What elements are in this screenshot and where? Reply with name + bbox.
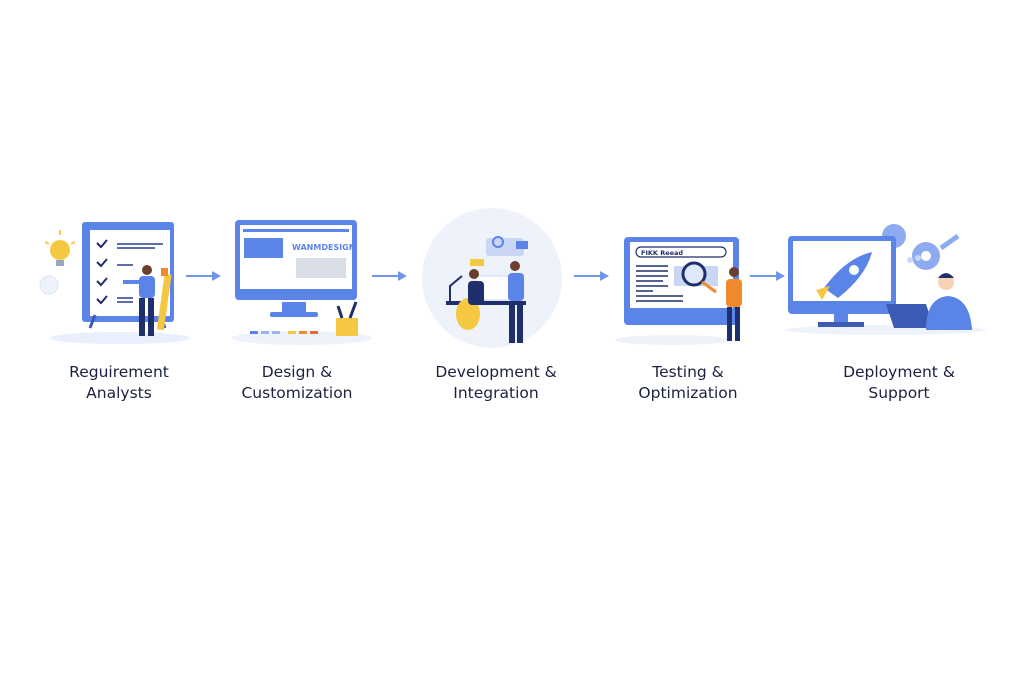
screen-logo-text: WANMDESIGN: [292, 243, 355, 252]
pen-cup-icon: [336, 301, 358, 336]
arrow-right-icon: [750, 270, 786, 282]
person-icon: [123, 265, 155, 336]
rocket-icon: [816, 252, 872, 300]
step-label-development: Development & Integration: [396, 362, 596, 404]
label-line: Support: [868, 384, 930, 402]
lightbulb-icon: [44, 230, 76, 266]
seated-developer-icon: [456, 269, 484, 330]
requirement-illustration: [35, 210, 195, 345]
screen-search-text: FIKK Reead: [641, 249, 683, 257]
tester-person-icon: [726, 267, 742, 341]
step-label-deployment: Deployment & Support: [799, 362, 999, 404]
magnifier-icon: [681, 261, 717, 294]
testing-illustration: FIKK Reead: [608, 234, 758, 346]
monitor-icon: FIKK Reead: [624, 237, 739, 325]
label-line: Design &: [261, 363, 333, 381]
step-label-testing: Testing & Optimization: [588, 362, 788, 404]
label-line: Development &: [435, 363, 557, 381]
laptop-icon: [886, 304, 934, 328]
desk-lamp-icon: [449, 275, 463, 301]
label-line: Testing &: [652, 363, 724, 381]
monitor-icon: WANMDESIGN: [235, 220, 357, 317]
standing-developer-icon: [508, 261, 524, 343]
label-line: Analysts: [86, 384, 152, 402]
label-line: Integration: [453, 384, 539, 402]
development-illustration: [418, 208, 568, 348]
label-line: Reguirement: [69, 363, 169, 381]
arrow-right-icon: [372, 270, 408, 282]
design-illustration: WANMDESIGN: [230, 218, 380, 348]
arrow-right-icon: [186, 270, 222, 282]
wrench-icon: [939, 233, 960, 251]
label-line: Optimization: [638, 384, 738, 402]
support-person-icon: [926, 273, 972, 330]
color-palette-icon: [250, 331, 318, 334]
deployment-illustration: [786, 218, 991, 338]
arrow-right-icon: [574, 270, 610, 282]
user-profile-icon: [486, 236, 528, 256]
step-label-design: Design & Customization: [197, 362, 397, 404]
label-line: Customization: [241, 384, 353, 402]
pencil-icon: [156, 268, 172, 331]
label-line: Deployment &: [843, 363, 955, 381]
